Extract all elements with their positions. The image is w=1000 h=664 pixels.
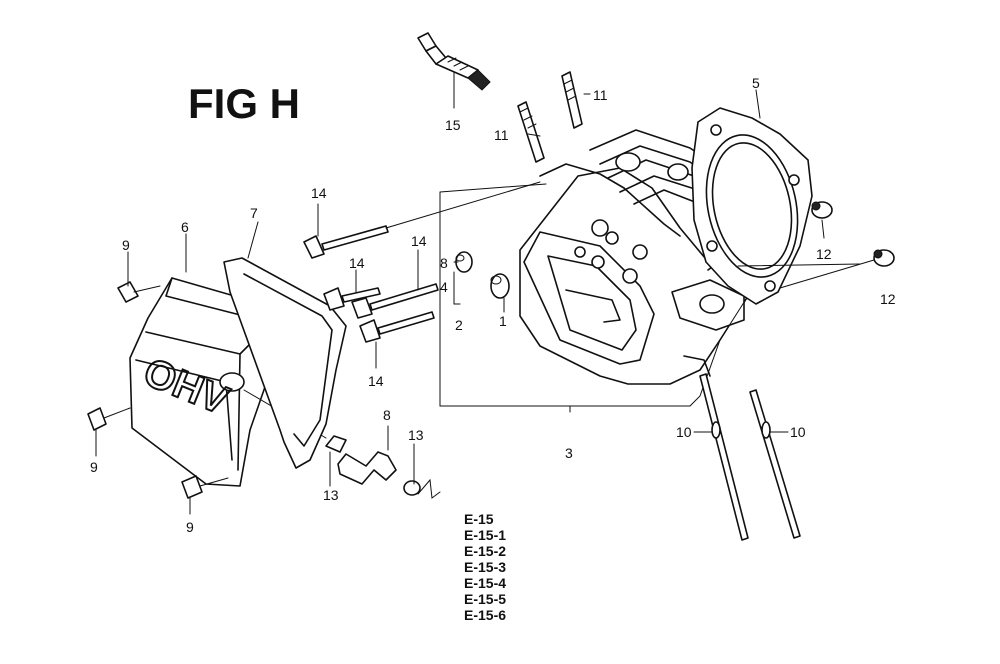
dowel-pin-1 bbox=[490, 273, 510, 299]
callout-2: 2 bbox=[455, 317, 463, 333]
reference-item: E-15-3 bbox=[464, 559, 506, 575]
callout-12-upper: 12 bbox=[816, 246, 832, 262]
bolt-9-top bbox=[117, 281, 161, 303]
tube-clip-left bbox=[325, 435, 347, 453]
reference-item: E-15-2 bbox=[464, 543, 506, 559]
pushrod-10-b bbox=[749, 389, 801, 539]
callout-6: 6 bbox=[181, 219, 189, 235]
spark-plug bbox=[417, 32, 491, 109]
reference-item: E-15-4 bbox=[464, 575, 506, 591]
callout-14-mid: 14 bbox=[349, 255, 365, 271]
head-gasket bbox=[691, 107, 813, 305]
breather-tube bbox=[337, 451, 397, 485]
stud-11-b bbox=[561, 71, 583, 129]
callout-5: 5 bbox=[752, 75, 760, 91]
callout-4: 4 bbox=[440, 279, 448, 295]
callout-labels: 15 11 11 5 14 7 6 9 14 14 8 4 2 1 12 12 … bbox=[90, 75, 896, 535]
tube-clip-right bbox=[403, 478, 441, 499]
callout-9-left: 9 bbox=[90, 459, 98, 475]
valve-cover-gasket bbox=[223, 257, 347, 469]
reference-item: E-15-5 bbox=[464, 591, 506, 607]
reference-list: E-15 E-15-1 E-15-2 E-15-3 E-15-4 E-15-5 … bbox=[464, 511, 506, 623]
callout-13-left: 13 bbox=[323, 487, 339, 503]
bolt-14-lower bbox=[359, 311, 435, 343]
callout-10-right: 10 bbox=[790, 424, 806, 440]
bolt-14-long bbox=[303, 181, 541, 259]
figure-title: FIG H bbox=[188, 80, 300, 127]
callout-11-top: 11 bbox=[593, 87, 608, 103]
leader-lines bbox=[95, 89, 875, 515]
bolt-9-bottom bbox=[181, 475, 229, 499]
dowel-pin-12-a bbox=[811, 201, 833, 219]
callout-3: 3 bbox=[565, 445, 573, 461]
callout-14-long: 14 bbox=[311, 185, 327, 201]
bolt-9-left bbox=[87, 407, 131, 431]
callout-11-left: 11 bbox=[494, 127, 509, 143]
callout-7: 7 bbox=[250, 205, 258, 221]
callout-13-right: 13 bbox=[408, 427, 424, 443]
callout-14-upper: 14 bbox=[411, 233, 427, 249]
assembly-bracket-3 bbox=[439, 183, 749, 413]
pushrod-10-a bbox=[699, 373, 749, 541]
reference-item: E-15-1 bbox=[464, 527, 506, 543]
callout-15: 15 bbox=[445, 117, 461, 133]
callout-1: 1 bbox=[499, 313, 507, 329]
reference-item: E-15-6 bbox=[464, 607, 506, 623]
dowel-pin-12-b bbox=[873, 249, 895, 267]
bolt-14-mid bbox=[323, 287, 381, 311]
callout-9-bottom: 9 bbox=[186, 519, 194, 535]
stud-11-a bbox=[517, 101, 545, 163]
reference-item: E-15 bbox=[464, 511, 494, 527]
valve-cover: OHV bbox=[129, 277, 327, 487]
callout-12-lower: 12 bbox=[880, 291, 896, 307]
bolt-14-upper bbox=[351, 283, 439, 319]
callout-8-top: 8 bbox=[440, 255, 448, 271]
callout-14-lower: 14 bbox=[368, 373, 384, 389]
callout-10-left: 10 bbox=[676, 424, 692, 440]
callout-8-tube: 8 bbox=[383, 407, 391, 423]
callout-9-top: 9 bbox=[122, 237, 130, 253]
